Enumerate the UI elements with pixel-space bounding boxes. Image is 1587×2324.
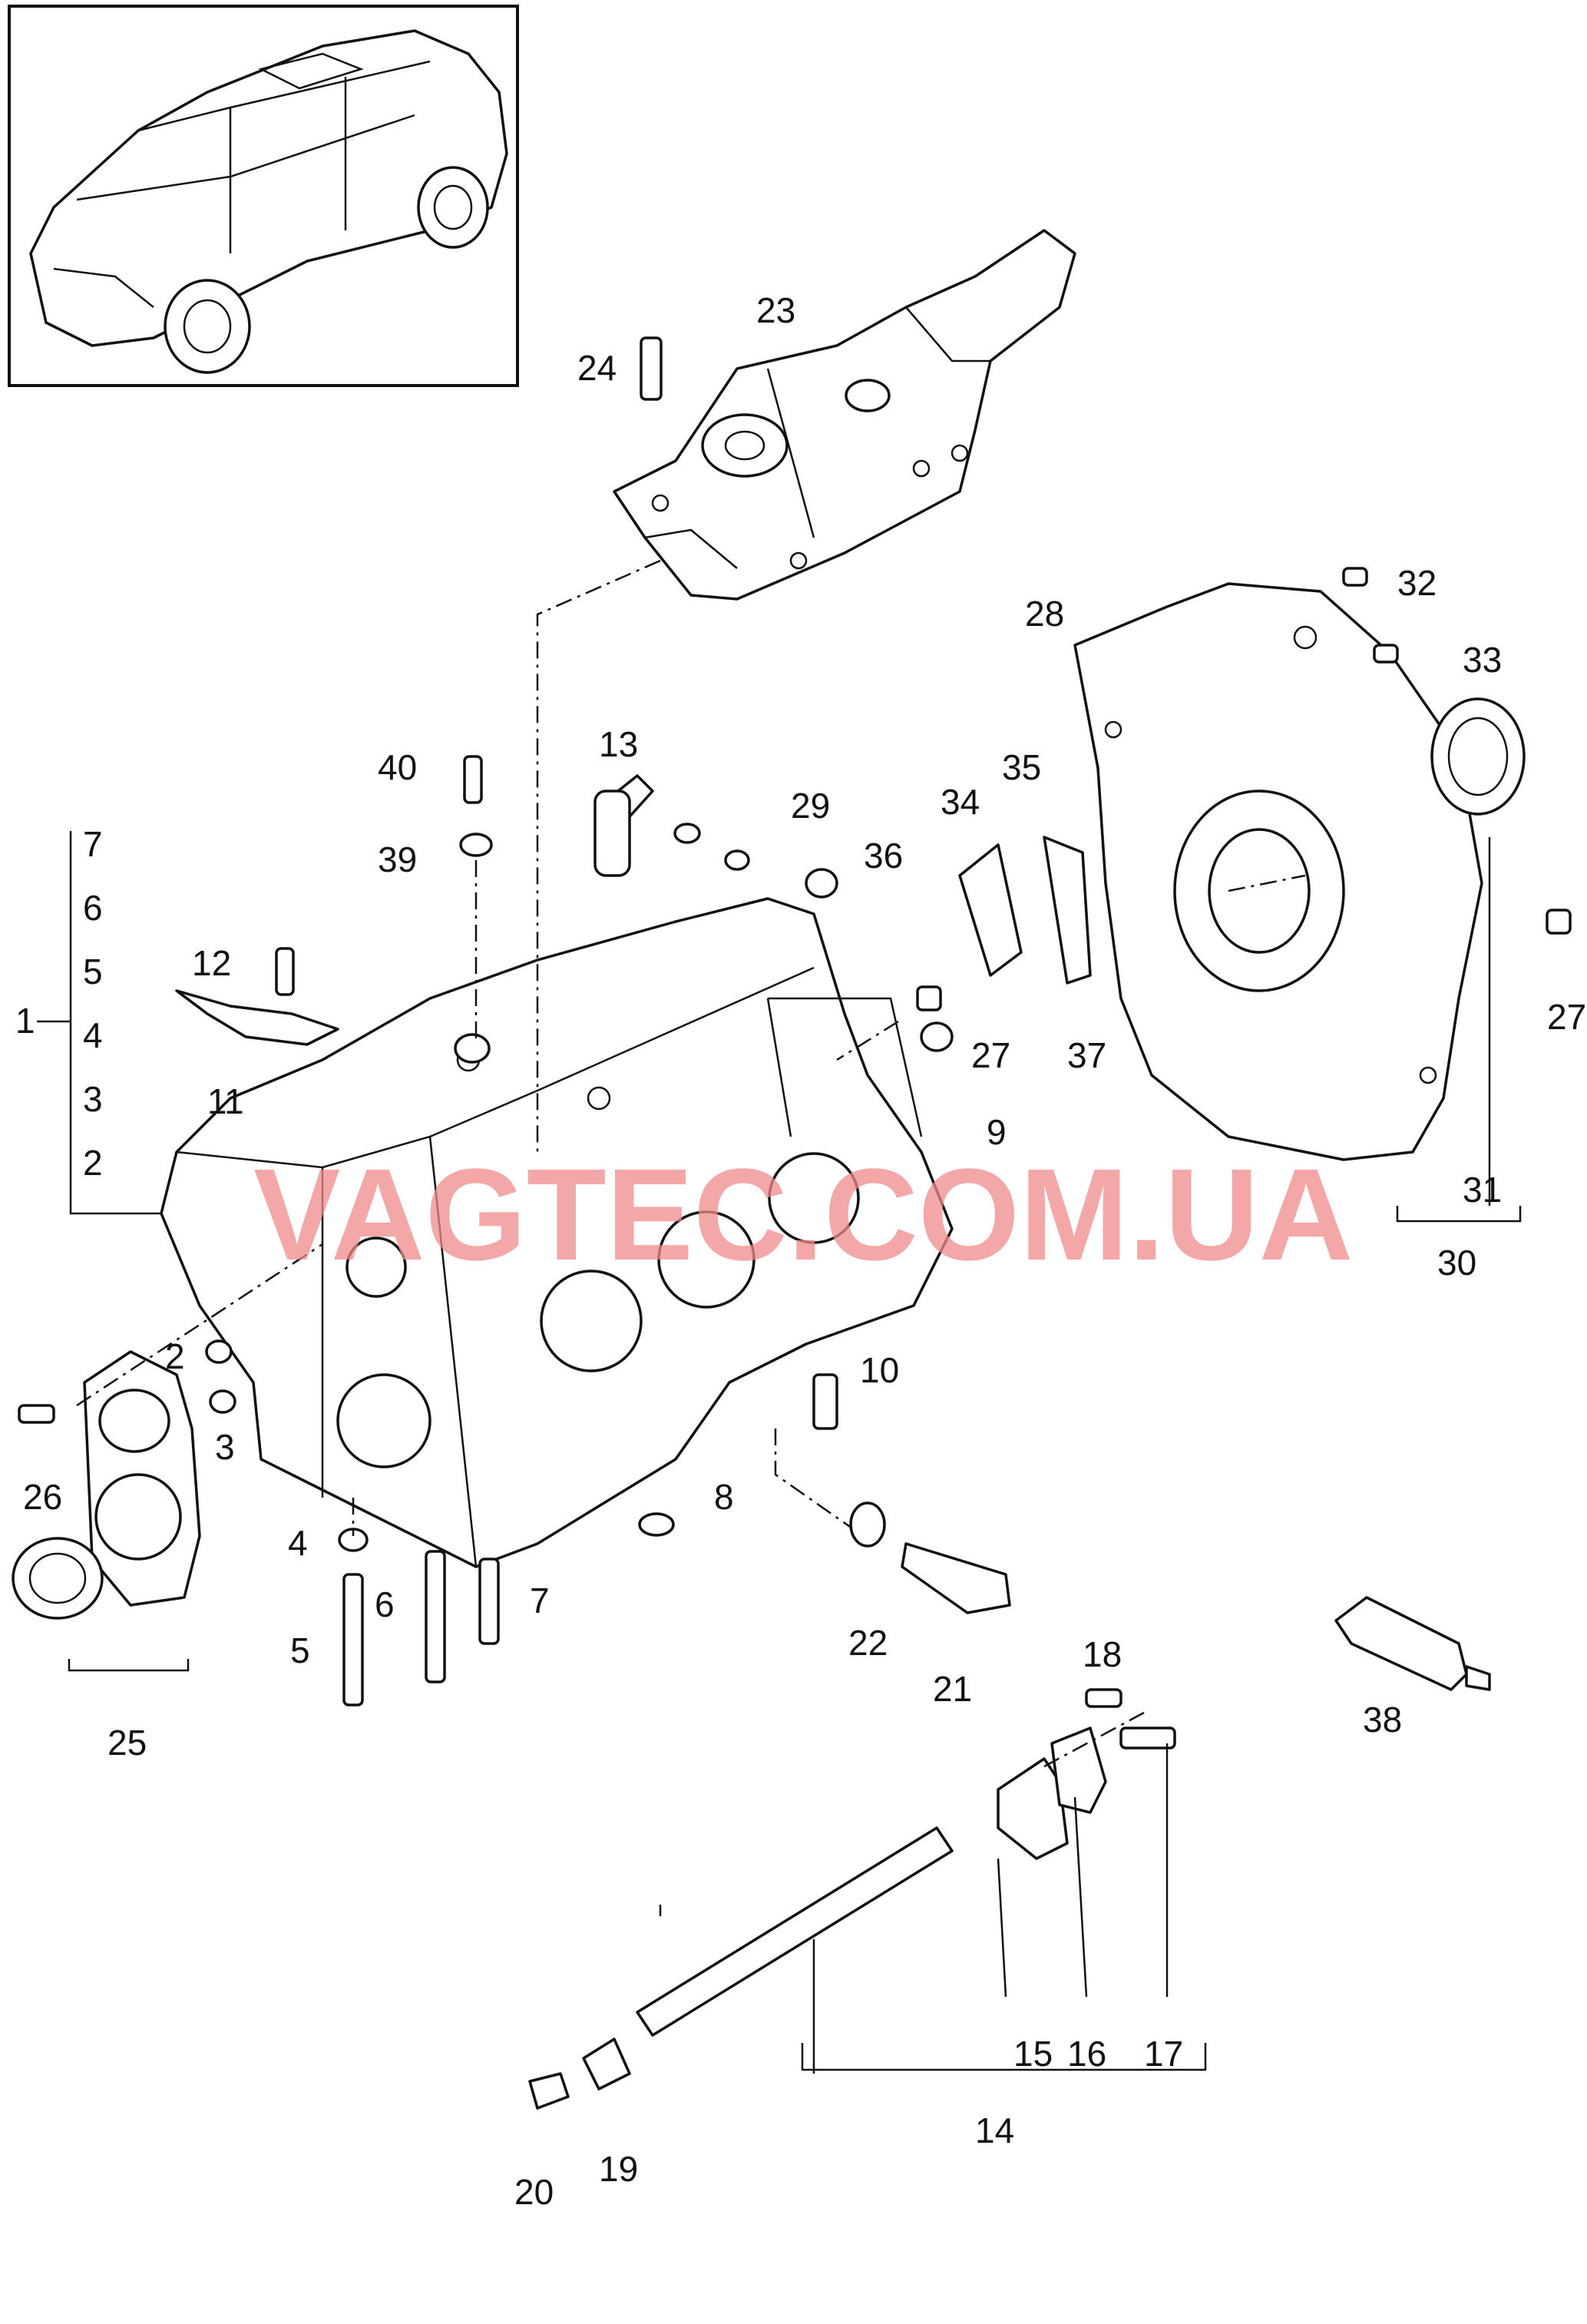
callout-27a: 27	[971, 1035, 1010, 1075]
crankcase	[160, 897, 954, 1568]
rear-cover	[1073, 582, 1526, 1161]
callout-24: 24	[577, 348, 617, 388]
callout-23: 23	[756, 290, 795, 330]
callout-28: 28	[1025, 594, 1064, 634]
leader-lines	[37, 831, 1522, 2074]
callout-27b: 27	[1547, 997, 1586, 1037]
callout-29: 29	[791, 786, 830, 826]
callout-21: 21	[933, 1669, 972, 1709]
sealant-tube	[1334, 1596, 1491, 1691]
callout-7b: 7	[530, 1581, 550, 1621]
callout-19: 19	[599, 2149, 638, 2189]
callout-39: 39	[378, 839, 417, 879]
callout-6a: 6	[83, 888, 103, 928]
callout-6b: 6	[375, 1584, 395, 1624]
front-cover	[12, 1350, 201, 1620]
callout-2a: 2	[83, 1143, 103, 1183]
callout-12: 12	[192, 943, 231, 983]
callout-14: 14	[975, 2110, 1014, 2150]
callout-36: 36	[864, 836, 903, 876]
callout-18: 18	[1083, 1634, 1122, 1674]
callout-38: 38	[1363, 1700, 1402, 1740]
callout-31: 31	[1463, 1170, 1502, 1210]
callout-1: 1	[15, 1001, 35, 1041]
callout-22: 22	[848, 1623, 888, 1663]
callout-34: 34	[941, 782, 980, 822]
upper-cover	[613, 229, 1076, 601]
callout-26: 26	[23, 1477, 62, 1517]
callout-11: 11	[207, 1081, 244, 1121]
vehicle-thumbnail	[8, 5, 519, 387]
callout-7a: 7	[83, 824, 103, 864]
callout-15: 15	[1013, 2034, 1053, 2074]
callout-5b: 5	[290, 1630, 310, 1670]
callout-4b: 4	[288, 1523, 308, 1563]
callout-3a: 3	[83, 1079, 103, 1119]
callout-25: 25	[107, 1723, 147, 1763]
fastener-parts	[18, 336, 1572, 1750]
callout-3b: 3	[215, 1427, 235, 1467]
callout-8: 8	[714, 1477, 734, 1517]
callout-5a: 5	[83, 952, 103, 992]
callout-20: 20	[514, 2172, 554, 2212]
watermark: VAGTEC.COM.UA	[253, 1142, 1353, 1288]
callout-13: 13	[599, 724, 638, 764]
callout-16: 16	[1067, 2034, 1106, 2074]
callout-32: 32	[1397, 563, 1437, 603]
intermediate-shaft	[528, 1726, 1107, 2110]
callout-17: 17	[1144, 2034, 1183, 2074]
callout-labels: 1 2 3 4 5 6 7 2 3 4 5 6 7 8 9 10 11 12 1…	[15, 290, 1586, 2212]
callout-2b: 2	[165, 1336, 185, 1376]
callout-40: 40	[378, 747, 417, 787]
callout-37: 37	[1067, 1035, 1106, 1075]
callout-4a: 4	[83, 1015, 103, 1055]
assembly-lines	[76, 559, 1306, 1768]
callout-30: 30	[1437, 1243, 1476, 1283]
callout-9: 9	[987, 1112, 1007, 1152]
callout-10: 10	[860, 1350, 899, 1390]
callout-35: 35	[1002, 747, 1041, 787]
callout-33: 33	[1463, 640, 1502, 680]
